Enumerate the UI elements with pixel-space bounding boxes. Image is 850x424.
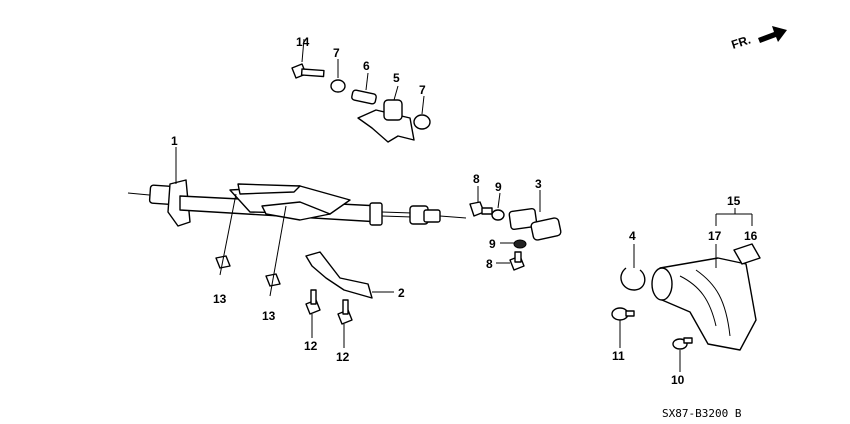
callout-4: 4 <box>629 229 636 243</box>
callout-6: 6 <box>363 59 370 73</box>
callout-16: 16 <box>744 229 758 243</box>
callout-13a: 13 <box>213 292 227 306</box>
leader-lines <box>175 38 753 372</box>
callout-10: 10 <box>671 373 685 387</box>
callout-17: 17 <box>708 229 722 243</box>
part-7-bushing-2 <box>413 114 431 130</box>
part-17-cover <box>651 257 757 351</box>
part-8-bolt-2 <box>509 251 525 271</box>
callout-9b: 9 <box>489 237 496 251</box>
part-3-universal-joint <box>508 207 562 241</box>
callout-8b: 8 <box>486 257 493 271</box>
callout-14: 14 <box>296 35 310 49</box>
fr-arrow-icon <box>758 26 787 43</box>
front-direction-indicator: FR. <box>730 26 787 52</box>
part-14-bolt <box>291 63 325 79</box>
part-7-bushing <box>330 79 346 93</box>
callout-15: 15 <box>727 194 741 208</box>
part-10-screw <box>672 337 693 350</box>
part-11-screw <box>611 307 635 321</box>
part-16-label <box>733 243 761 265</box>
steering-column <box>127 179 467 227</box>
callout-13b: 13 <box>262 309 276 323</box>
callout-2: 2 <box>398 286 405 300</box>
callout-12a: 12 <box>304 339 318 353</box>
part-12-bolt-2 <box>337 299 353 325</box>
callout-5: 5 <box>393 71 400 85</box>
callout-3: 3 <box>535 177 542 191</box>
part-12-bolt-1 <box>305 289 321 315</box>
part-2-bracket <box>305 251 373 299</box>
part-6-collar <box>351 89 377 105</box>
callout-1: 1 <box>171 134 178 148</box>
callout-9a: 9 <box>495 180 502 194</box>
callout-labels: 1 2 3 4 5 6 7 7 8 8 9 9 10 11 12 12 13 1… <box>171 35 758 387</box>
fr-label: FR. <box>730 33 753 52</box>
part-9-nut <box>491 209 505 221</box>
part-5-bracket <box>357 99 415 143</box>
drawing-code: SX87-B3200 B <box>662 407 742 420</box>
callout-12b: 12 <box>336 350 350 364</box>
callout-7b: 7 <box>419 83 426 97</box>
callout-11: 11 <box>612 349 625 363</box>
part-4-clip <box>620 267 646 291</box>
part-9-nut-2 <box>513 239 527 249</box>
callout-7a: 7 <box>333 46 340 60</box>
callout-8a: 8 <box>473 172 480 186</box>
part-8-bolt <box>469 201 493 217</box>
